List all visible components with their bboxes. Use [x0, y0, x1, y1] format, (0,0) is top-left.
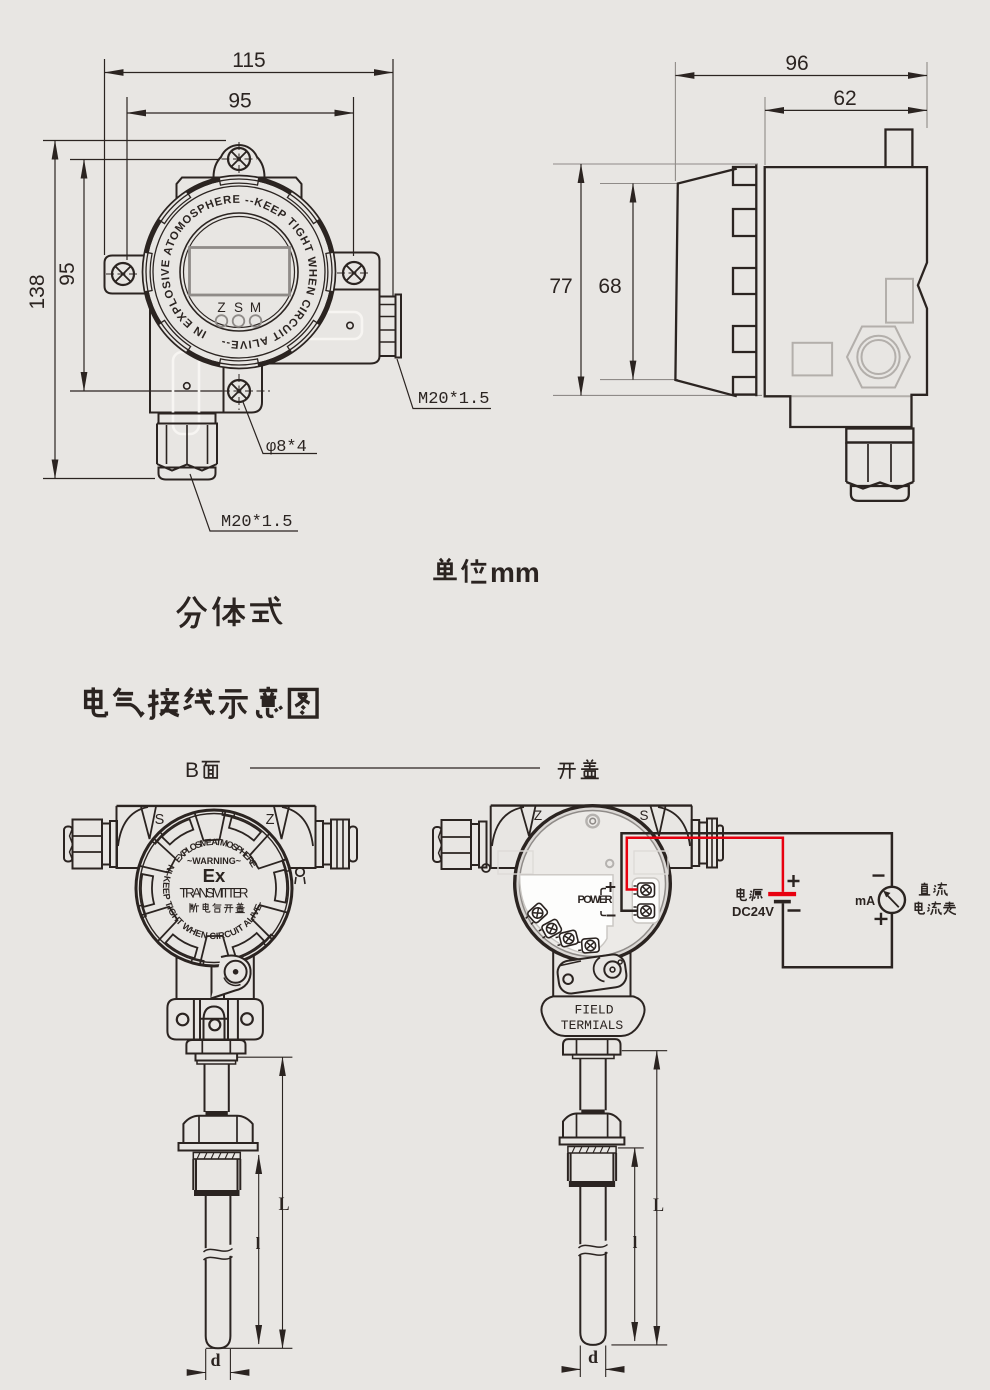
svg-text:d: d: [588, 1347, 598, 1367]
svg-text:L: L: [278, 1194, 290, 1215]
svg-text:L: L: [653, 1195, 665, 1216]
svg-text:POWER: POWER: [578, 894, 613, 906]
svg-text:Z: Z: [217, 300, 225, 315]
svg-text:95: 95: [228, 90, 251, 113]
svg-text:B: B: [185, 759, 199, 782]
svg-text:mm: mm: [490, 557, 540, 588]
svg-text:M20*1.5: M20*1.5: [221, 513, 292, 532]
svg-text:Z: Z: [266, 812, 275, 828]
svg-text:138: 138: [26, 274, 49, 309]
svg-text:68: 68: [598, 275, 621, 298]
svg-text:Ex: Ex: [203, 865, 226, 886]
svg-text:M20*1.5: M20*1.5: [418, 390, 489, 409]
svg-text:96: 96: [785, 52, 808, 75]
svg-text:TRANSMITTER: TRANSMITTER: [180, 886, 249, 901]
svg-text:FIELD: FIELD: [574, 1003, 613, 1018]
svg-text:φ8*4: φ8*4: [266, 438, 307, 457]
svg-text:S: S: [155, 812, 165, 828]
svg-text:115: 115: [232, 49, 265, 72]
svg-text:l: l: [633, 1233, 638, 1252]
svg-text:d: d: [210, 1350, 220, 1370]
svg-text:DC24V: DC24V: [732, 904, 774, 919]
svg-text:l: l: [256, 1234, 261, 1253]
svg-text:S: S: [639, 808, 648, 823]
svg-text:95: 95: [56, 262, 79, 285]
svg-text:77: 77: [549, 275, 572, 298]
svg-text:~WARNING~: ~WARNING~: [187, 856, 241, 866]
svg-text:62: 62: [833, 87, 856, 110]
svg-text:M: M: [250, 300, 261, 315]
svg-text:mA: mA: [855, 894, 875, 908]
svg-text:Z: Z: [534, 808, 542, 823]
svg-text:TERMIALS: TERMIALS: [561, 1018, 624, 1033]
svg-text:S: S: [234, 300, 243, 315]
